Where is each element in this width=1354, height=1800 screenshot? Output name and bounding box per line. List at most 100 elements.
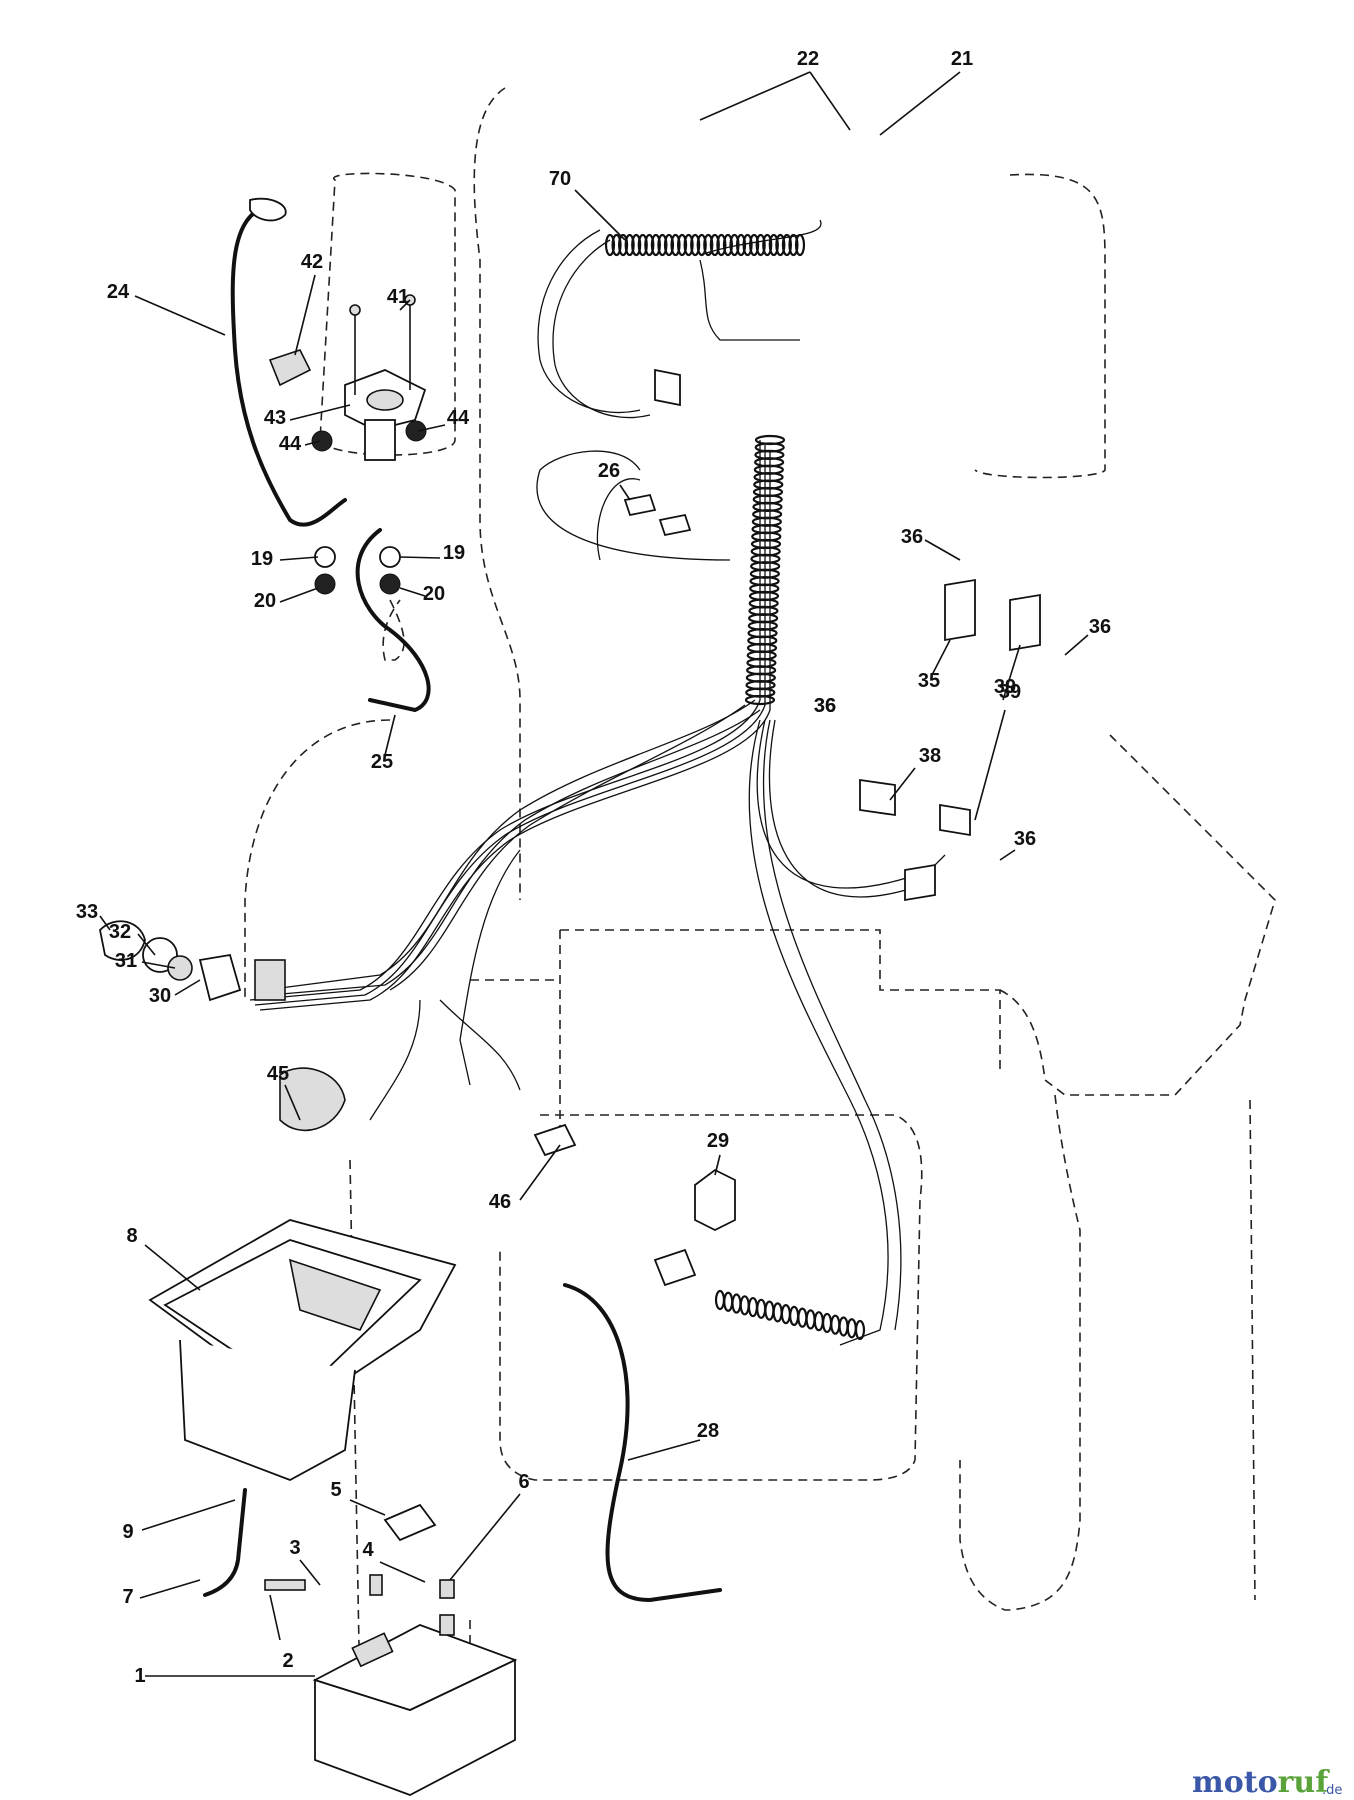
- switch-conduit-ring: [714, 1289, 726, 1311]
- callout-45: 45: [267, 1063, 289, 1085]
- leader-line-36: [924, 539, 961, 561]
- top-conduit: [604, 233, 806, 257]
- top-conduit-ring: [624, 233, 635, 257]
- callout-42: 42: [301, 251, 323, 273]
- misc-parts: [264, 368, 1041, 1599]
- body-outline: [244, 87, 1276, 1720]
- leader-line-4: [379, 1561, 426, 1583]
- leader-line-22: [699, 71, 811, 121]
- switch-conduit-ring: [854, 1319, 866, 1341]
- leader-line-45: [284, 1084, 301, 1121]
- callout-19: 19: [251, 548, 273, 570]
- callout-36: 36: [901, 526, 923, 548]
- switch-conduit-ring: [805, 1309, 816, 1330]
- watermark-logo: motoruf .de: [1192, 1765, 1342, 1800]
- callout-36: 36: [814, 695, 836, 717]
- leader-line-6: [449, 1493, 521, 1581]
- top-conduit-ring: [657, 233, 668, 257]
- leader-line-20: [279, 587, 319, 603]
- leader-line-21: [879, 71, 961, 136]
- leader-line-8: [144, 1244, 201, 1291]
- switch-conduit-ring: [797, 1307, 808, 1328]
- top-conduit-ring: [749, 233, 760, 257]
- watermark-prefix: moto: [1192, 1765, 1278, 1800]
- top-conduit-ring: [794, 233, 806, 257]
- leader-line-43: [289, 404, 351, 421]
- callout-2: 2: [282, 1650, 293, 1672]
- callout-25: 25: [371, 751, 393, 773]
- top-conduit-ring: [703, 233, 714, 257]
- watermark-suffix: ruf: [1278, 1765, 1331, 1800]
- callout-22: 22: [797, 48, 819, 70]
- top-conduit-ring: [631, 233, 642, 257]
- leader-line-70: [574, 189, 626, 241]
- switch-conduit-ring: [838, 1316, 849, 1337]
- leader-line-39: [974, 709, 1006, 821]
- leader-line-35: [931, 639, 951, 676]
- callout-39: 39: [999, 681, 1021, 703]
- top-conduit-ring: [762, 233, 773, 257]
- switch-conduit-ring: [830, 1314, 841, 1335]
- top-conduit-ring: [735, 233, 747, 257]
- callout-33: 33: [76, 901, 98, 923]
- callout-36: 36: [1089, 616, 1111, 638]
- callout-43: 43: [264, 407, 286, 429]
- switch-conduit-ring: [789, 1305, 800, 1326]
- top-conduit-ring: [663, 233, 675, 257]
- switch-conduit-ring: [846, 1318, 857, 1339]
- switch-conduit-ring: [731, 1293, 742, 1314]
- callout-44: 44: [447, 407, 470, 429]
- leader-line-28: [627, 1439, 701, 1461]
- switch-conduit-ring: [739, 1295, 750, 1316]
- leader-line-44: [417, 424, 446, 432]
- leader-line-20: [399, 587, 426, 597]
- callout-36: 36: [814, 695, 836, 717]
- conduit-ring: [744, 694, 776, 706]
- callout-7: 7: [122, 1586, 133, 1608]
- ignition-switch: [99, 920, 286, 1002]
- top-conduit-ring: [788, 233, 799, 257]
- callout-19: 19: [443, 542, 465, 564]
- leader-line-25: [384, 714, 396, 756]
- switch-conduit-ring: [813, 1311, 824, 1332]
- top-conduit-ring: [683, 233, 694, 257]
- starter-solenoid: [249, 197, 427, 595]
- top-conduit-ring: [644, 233, 655, 257]
- leader-line-30: [174, 979, 201, 996]
- switch-conduit-ring: [747, 1296, 759, 1318]
- leader-line-19: [399, 556, 441, 559]
- leader-line-36: [999, 849, 1016, 861]
- top-conduit-ring: [768, 233, 779, 257]
- leader-line-7: [139, 1579, 201, 1599]
- top-conduit-ring: [676, 233, 688, 257]
- leader-line-5: [349, 1499, 386, 1516]
- callout-21: 21: [951, 48, 973, 70]
- callout-32: 32: [109, 921, 131, 943]
- callout-4: 4: [362, 1539, 374, 1561]
- callout-30: 30: [149, 985, 171, 1007]
- callout-8: 8: [126, 1225, 137, 1247]
- switch-conduit-ring: [764, 1300, 775, 1321]
- leader-line-26: [619, 484, 631, 501]
- leader-line-46: [519, 1144, 561, 1201]
- callout-31: 31: [115, 950, 137, 972]
- callout-6: 6: [518, 1471, 529, 1493]
- leader-line-19: [279, 556, 319, 561]
- leader-line-24: [134, 295, 226, 336]
- top-conduit-ring: [604, 233, 616, 257]
- harness-conduit: [744, 434, 786, 706]
- top-conduit-ring: [690, 233, 701, 257]
- leader-line-29: [714, 1154, 721, 1176]
- callout-39: 39: [994, 676, 1016, 698]
- battery: [312, 1614, 518, 1796]
- leader-lines: [99, 71, 1089, 1677]
- leader-line-44: [304, 440, 321, 446]
- leader-line-32: [137, 933, 156, 956]
- switch-conduit-ring: [821, 1312, 833, 1334]
- top-conduit-ring: [722, 233, 734, 257]
- leader-line-39: [1002, 644, 1021, 701]
- switch-conduit-ring: [723, 1291, 734, 1312]
- leader-line-36: [1064, 634, 1089, 656]
